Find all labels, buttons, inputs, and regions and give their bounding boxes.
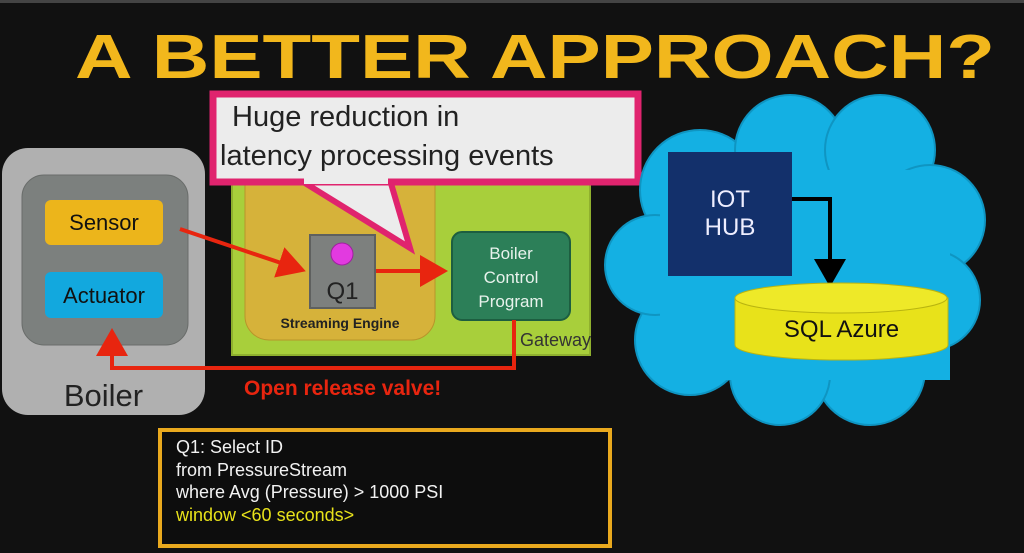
sensor-to-q1-arrow xyxy=(179,227,306,278)
sql-azure-cylinder xyxy=(734,282,949,361)
boiler-control-program-label: Boiler Control Program xyxy=(478,244,544,311)
iot-hub-label: IOT HUB xyxy=(704,186,756,241)
actuator-label: Actuator xyxy=(63,283,145,308)
query-line: from PressureStream xyxy=(176,459,348,480)
gateway-label: Gateway xyxy=(520,330,592,350)
event-dot-icon xyxy=(330,242,354,266)
query-line: where Avg (Pressure) > 1000 PSI xyxy=(176,482,444,502)
boiler-label: Boiler xyxy=(63,378,144,413)
q1-label: Q1 xyxy=(326,278,359,305)
query-box: Q1: Select ID from PressureStream where … xyxy=(158,428,612,548)
streaming-engine-label: Streaming Engine xyxy=(280,315,400,331)
sensor-label: Sensor xyxy=(69,210,139,235)
boiler-control-program-box xyxy=(451,231,571,321)
q1-node xyxy=(309,234,376,309)
control-to-actuator-arrow xyxy=(96,320,516,370)
hub-to-sql-arrow xyxy=(792,197,846,287)
sensor-box xyxy=(45,200,163,245)
query-line: Q1: Select ID xyxy=(176,437,284,457)
slide-title: A BETTER APPROACH? xyxy=(75,23,995,92)
open-release-valve-label: Open release valve! xyxy=(244,377,442,400)
callout-box xyxy=(209,90,642,186)
sql-azure-label: SQL Azure xyxy=(783,316,900,343)
iot-hub-box xyxy=(668,152,792,276)
callout-line-1: Huge reduction in xyxy=(232,101,460,133)
query-window-line: window <60 seconds> xyxy=(176,504,355,525)
actuator-box xyxy=(45,272,163,318)
callout-line-2: latency processing events xyxy=(220,140,554,172)
